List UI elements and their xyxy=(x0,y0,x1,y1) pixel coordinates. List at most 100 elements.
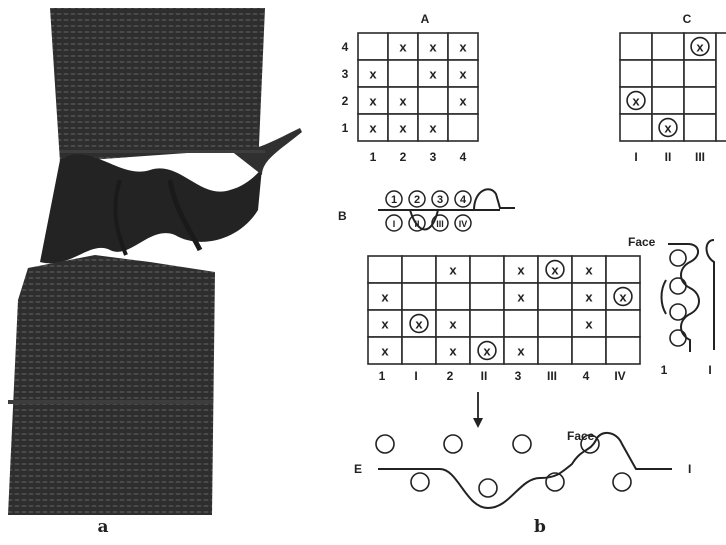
weave-grid-a: xxxxxxxxxxxx43211234 xyxy=(342,33,478,164)
grid-a-x-mark: x xyxy=(429,40,437,55)
grid-a-title: A xyxy=(421,12,430,26)
main-grid-cell xyxy=(606,337,640,364)
main-grid-x-mark: x xyxy=(517,263,525,278)
main-grid-cell xyxy=(538,337,572,364)
grid-a-x-mark: x xyxy=(399,121,407,136)
grid-c-cell xyxy=(716,33,726,141)
grid-a-x-mark: x xyxy=(369,67,377,82)
main-grid-col-label: II xyxy=(481,369,488,383)
section-b-bottom-number: III xyxy=(436,219,444,229)
grid-c-cell xyxy=(652,33,684,60)
main-grid-circled-x: x xyxy=(483,344,491,359)
main-grid-cell xyxy=(402,337,436,364)
grid-a-x-mark: x xyxy=(459,94,467,109)
side-face-label: Face xyxy=(628,235,656,249)
main-grid-cell xyxy=(402,256,436,283)
down-arrow xyxy=(473,392,483,428)
main-grid-circled-x: x xyxy=(551,263,559,278)
main-grid-x-mark: x xyxy=(517,290,525,305)
section-b-bottom-number: I xyxy=(393,219,396,229)
side-label-I: I xyxy=(708,363,711,377)
grid-a-row-label: 3 xyxy=(342,67,349,81)
grid-a-col-label: 4 xyxy=(460,150,467,164)
main-grid-col-label: 2 xyxy=(447,369,454,383)
grid-a-x-mark: x xyxy=(459,40,467,55)
grid-a-cell xyxy=(418,87,448,114)
section-b-top-number: 4 xyxy=(460,194,467,206)
grid-a-x-mark: x xyxy=(369,121,377,136)
main-grid-cell xyxy=(368,256,402,283)
main-grid-circled-x: x xyxy=(415,317,423,332)
main-grid-x-mark: x xyxy=(381,344,389,359)
long-left-label: E xyxy=(354,462,362,476)
grid-a-x-mark: x xyxy=(429,67,437,82)
grid-a-cell xyxy=(448,114,478,141)
side-section: Face 1 I xyxy=(628,235,714,377)
grid-a-x-mark: x xyxy=(459,67,467,82)
side-label-1: 1 xyxy=(661,363,668,377)
section-b-bottom-number: II xyxy=(414,219,419,229)
main-grid-cell xyxy=(470,256,504,283)
main-grid-x-mark: x xyxy=(381,290,389,305)
main-grid-x-mark: x xyxy=(585,290,593,305)
grid-c-cell xyxy=(652,60,684,87)
strap-photo xyxy=(8,8,302,515)
grid-c-circled-x: x xyxy=(664,121,672,136)
main-grid-x-mark: x xyxy=(449,344,457,359)
main-grid-x-mark: x xyxy=(585,317,593,332)
grid-a-row-label: 2 xyxy=(342,94,349,108)
caption-b: b xyxy=(534,517,546,537)
main-grid-col-label: 3 xyxy=(515,369,522,383)
grid-c-col-label: II xyxy=(665,150,672,164)
grid-c-title: C xyxy=(683,12,692,26)
main-grid-cell xyxy=(470,310,504,337)
grid-a-row-label: 1 xyxy=(342,121,349,135)
main-grid-x-mark: x xyxy=(381,317,389,332)
section-b-top-number: 1 xyxy=(391,194,397,206)
main-grid-col-label: 4 xyxy=(583,369,590,383)
grid-a-x-mark: x xyxy=(399,94,407,109)
main-grid-col-label: I xyxy=(414,369,417,383)
main-grid-x-mark: x xyxy=(449,317,457,332)
grid-a-col-label: 3 xyxy=(430,150,437,164)
grid-c-col-label: I xyxy=(634,150,637,164)
weave-grid-c: xxxIIIIII xyxy=(620,33,726,164)
main-grid-col-label: IV xyxy=(614,369,625,383)
grid-a-x-mark: x xyxy=(369,94,377,109)
section-b-top-number: 2 xyxy=(414,194,420,206)
grid-a-cell xyxy=(388,60,418,87)
grid-c-cell xyxy=(620,114,652,141)
main-grid-cell xyxy=(538,283,572,310)
main-grid-x-mark: x xyxy=(517,344,525,359)
grid-a-col-label: 1 xyxy=(370,150,377,164)
grid-c-cell xyxy=(652,87,684,114)
main-grid-cell xyxy=(470,283,504,310)
main-grid-col-label: III xyxy=(547,369,557,383)
grid-c-circled-x: x xyxy=(632,94,640,109)
main-grid-cell xyxy=(402,283,436,310)
main-grid-cell xyxy=(504,310,538,337)
grid-c-cell xyxy=(684,87,716,114)
longitudinal-section: Face E I xyxy=(354,429,691,508)
grid-c-cell xyxy=(684,60,716,87)
section-b-label: B xyxy=(338,209,347,223)
section-b-top-number: 3 xyxy=(437,194,443,206)
main-grid-circled-x: x xyxy=(619,290,627,305)
grid-a-x-mark: x xyxy=(429,121,437,136)
grid-a-col-label: 2 xyxy=(400,150,407,164)
grid-a-row-label: 4 xyxy=(342,40,349,54)
caption-a: a xyxy=(97,517,108,537)
main-grid-cell xyxy=(606,256,640,283)
grid-c-cell xyxy=(620,60,652,87)
grid-c-cell xyxy=(684,114,716,141)
grid-c-circled-x: x xyxy=(696,40,704,55)
grid-c-col-label: III xyxy=(695,150,705,164)
grid-c-cell xyxy=(620,33,652,60)
main-grid-cell xyxy=(538,310,572,337)
main-grid-cell xyxy=(572,337,606,364)
main-grid-cell xyxy=(436,283,470,310)
main-grid-x-mark: x xyxy=(449,263,457,278)
grid-a-x-mark: x xyxy=(399,40,407,55)
